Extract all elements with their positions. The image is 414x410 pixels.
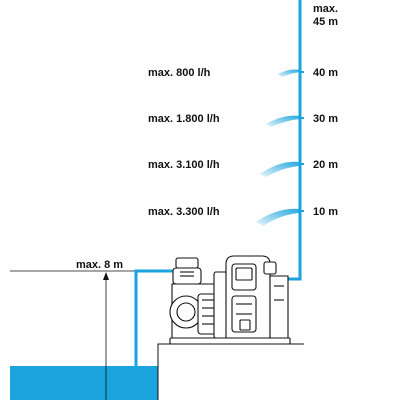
suction-pipe bbox=[134, 269, 177, 368]
spray-jet-10m bbox=[256, 208, 300, 226]
height-label-10m: 10 m bbox=[313, 206, 338, 218]
flow-label-10m: max. 3.300 l/h bbox=[148, 206, 220, 218]
spray-jet-20m bbox=[260, 161, 300, 177]
water-reservoir bbox=[10, 366, 158, 400]
spray-jet-40m bbox=[278, 69, 300, 77]
flow-label-30m: max. 1.800 l/h bbox=[148, 113, 220, 125]
suction-arrowhead bbox=[103, 272, 109, 280]
height-label-30m: 30 m bbox=[313, 113, 338, 125]
height-label-20m: 20 m bbox=[313, 159, 338, 171]
suction-height-label: max. 8 m bbox=[76, 259, 123, 271]
pressure-pipe bbox=[287, 0, 302, 281]
pump-illustration bbox=[169, 255, 291, 345]
height-label-max-line2: 45 m bbox=[313, 16, 338, 28]
flow-label-40m: max. 800 l/h bbox=[148, 67, 211, 79]
spray-jets bbox=[256, 69, 300, 226]
height-ticks bbox=[300, 71, 304, 212]
height-label-40m: 40 m bbox=[313, 67, 338, 79]
ground-ledge bbox=[157, 343, 304, 400]
spray-jet-30m bbox=[266, 115, 300, 127]
flow-label-20m: max. 3.100 l/h bbox=[148, 159, 220, 171]
height-label-max-line1: max. bbox=[313, 3, 338, 15]
height-label-max: max. 45 m bbox=[313, 3, 341, 28]
